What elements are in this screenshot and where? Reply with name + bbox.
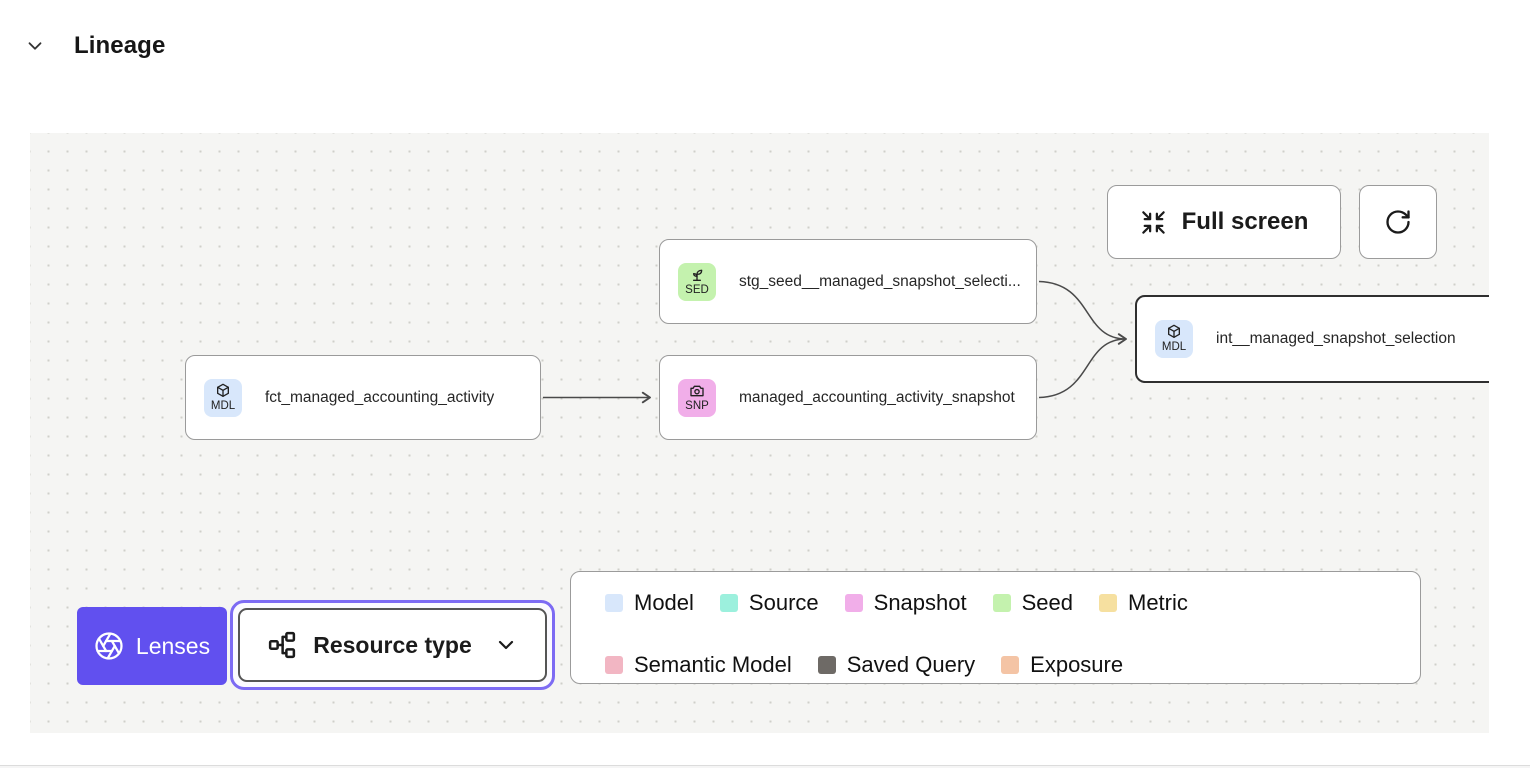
model-swatch [605, 594, 623, 612]
lineage-node-model[interactable]: MDL fct_managed_accounting_activity [185, 355, 541, 440]
node-label: stg_seed__managed_snapshot_selecti... [739, 272, 1021, 290]
seed-badge: SED [678, 262, 716, 301]
source-swatch [719, 594, 738, 612]
lineage-node-model-selected[interactable]: MDL int__managed_snapshot_selection [1135, 295, 1489, 383]
snapshot-badge-code: SNP [685, 399, 709, 412]
node-label: int__managed_snapshot_selection [1216, 330, 1456, 347]
legend-item-metric: Metric [1099, 586, 1188, 620]
seed-swatch [992, 594, 1011, 612]
snapshot-swatch [844, 594, 863, 612]
lineage-node-snapshot[interactable]: SNP managed_accounting_activity_snapshot [659, 355, 1037, 440]
model-badge: MDL [204, 378, 242, 417]
lineage-canvas[interactable]: Full screen SED stg_seed__managed_snapsh… [30, 133, 1489, 733]
lineage-node-seed[interactable]: SED stg_seed__managed_snapshot_selecti..… [659, 239, 1037, 324]
legend-item-source: Source [719, 586, 819, 620]
resource-type-dropdown[interactable]: Resource type [230, 600, 555, 690]
legend-item-seed: Seed [992, 586, 1073, 620]
node-label: managed_accounting_activity_snapshot [739, 388, 1015, 406]
seed-badge-code: SED [685, 283, 709, 296]
refresh-icon [1386, 210, 1410, 234]
legend-item-snapshot: Snapshot [844, 586, 967, 620]
camera-icon [690, 385, 704, 396]
snapshot-badge: SNP [678, 378, 716, 417]
legend-item-model: Model [605, 586, 694, 620]
model-badge-code: MDL [1161, 341, 1187, 353]
cube-icon [1168, 324, 1180, 338]
chevron-down-icon [498, 640, 513, 650]
lineage-section-header: Lineage [24, 32, 165, 60]
page-title: Lineage [74, 32, 166, 59]
model-badge: MDL [1155, 320, 1193, 358]
full-screen-button[interactable]: Full screen [1107, 185, 1341, 259]
legend-item-semantic-model: Semantic Model [605, 648, 792, 682]
model-badge-code: MDL [210, 399, 236, 412]
node-label: fct_managed_accounting_activity [265, 388, 495, 406]
refresh-button[interactable] [1359, 185, 1437, 259]
lenses-label: Lenses [135, 632, 211, 659]
sprout-icon [693, 269, 703, 281]
expand-icon [1141, 210, 1165, 234]
full-screen-label: Full screen [1181, 208, 1309, 235]
resource-graph-icon [269, 631, 296, 659]
resource-type-legend: Model Source Snapshot Seed Metric Semant… [570, 571, 1421, 684]
semantic-model-swatch [605, 656, 623, 674]
exposure-swatch [1001, 656, 1020, 674]
resource-type-label: Resource type [313, 631, 472, 658]
saved-query-swatch [817, 656, 836, 674]
metric-swatch [1099, 594, 1117, 612]
aperture-icon [95, 632, 123, 660]
bottom-divider [0, 765, 1530, 768]
legend-item-exposure: Exposure [1001, 648, 1123, 682]
legend-item-saved-query: Saved Query [817, 648, 975, 682]
resource-type-dropdown-inner: Resource type [238, 608, 547, 682]
cube-icon [217, 383, 229, 397]
lenses-button[interactable]: Lenses [77, 607, 227, 685]
collapse-chevron-icon[interactable] [24, 35, 46, 57]
